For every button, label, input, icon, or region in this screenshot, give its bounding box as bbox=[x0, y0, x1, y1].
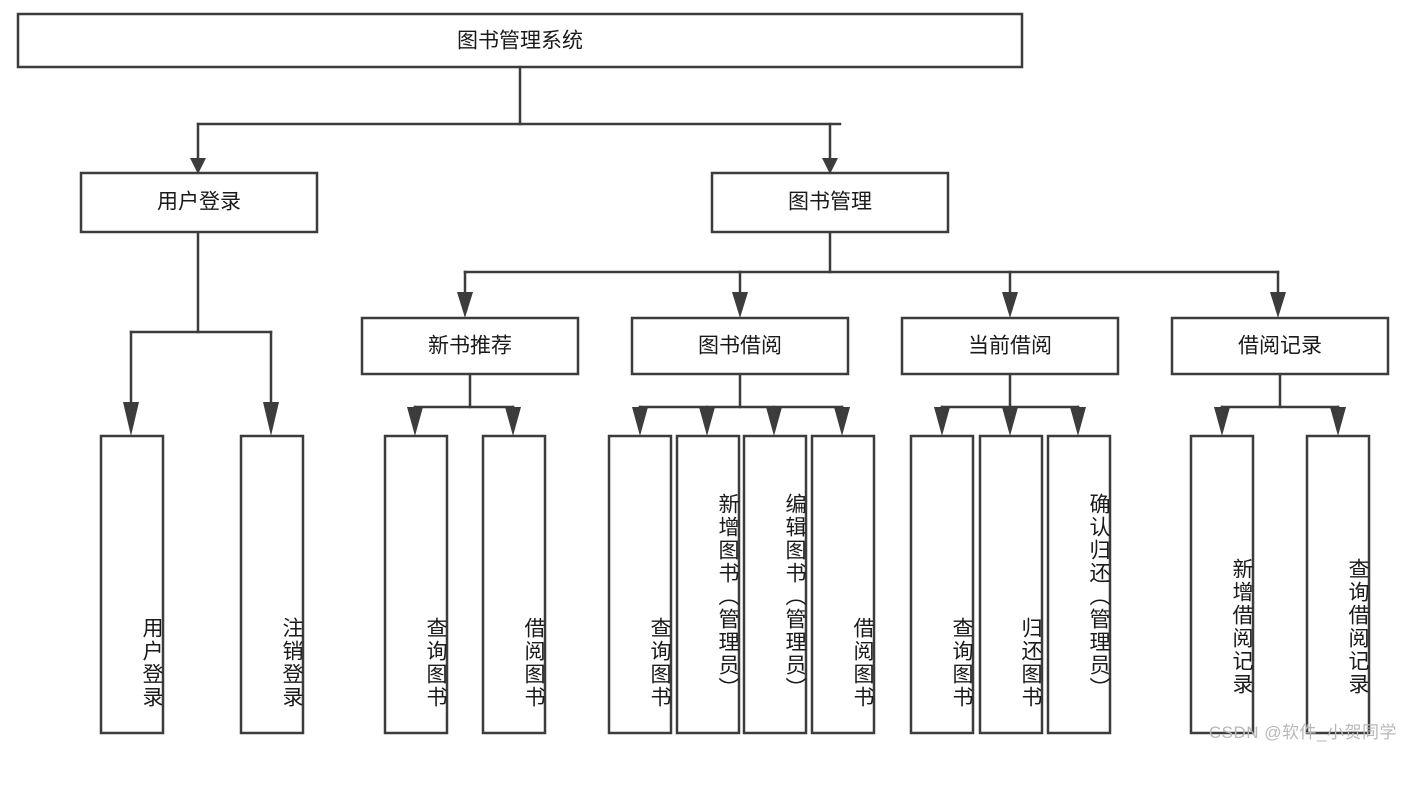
node-book-borrow-box[interactable] bbox=[630, 316, 850, 376]
arrow-head-leaf-user-logout bbox=[263, 402, 279, 436]
node-leaf-return-book-box[interactable] bbox=[978, 434, 1044, 735]
node-book-borrow[interactable]: 图书借阅 bbox=[630, 316, 850, 376]
node-current-borrow-box[interactable] bbox=[900, 316, 1120, 376]
node-root-box[interactable] bbox=[16, 12, 1024, 69]
node-current-borrow-label: 当前借阅 bbox=[968, 335, 1052, 358]
node-book-manage-box[interactable] bbox=[710, 171, 950, 234]
arrow-head-leaf-borrow-book-1 bbox=[505, 407, 521, 436]
node-borrow-record-label: 借阅记录 bbox=[1238, 335, 1322, 358]
csdn-watermark: CSDN @软件_小贺同学 bbox=[1208, 723, 1397, 742]
arrow-head-leaf-return-book bbox=[1002, 407, 1018, 436]
node-leaf-query-book-1-box[interactable] bbox=[383, 434, 449, 735]
node-book-manage-label: 图书管理 bbox=[788, 191, 872, 214]
node-new-book-rec[interactable]: 新书推荐 bbox=[360, 316, 580, 376]
arrow-head-user-login bbox=[190, 158, 206, 174]
leaf-boxes bbox=[99, 434, 1371, 735]
node-leaf-query-book-3-box[interactable] bbox=[909, 434, 975, 735]
node-leaf-query-record-box[interactable] bbox=[1305, 434, 1371, 735]
node-borrow-record-box[interactable] bbox=[1170, 316, 1390, 376]
node-borrow-record[interactable]: 借阅记录 bbox=[1170, 316, 1390, 376]
arrow-head-leaf-edit-book bbox=[766, 407, 782, 436]
node-new-book-rec-box[interactable] bbox=[360, 316, 580, 376]
arrow-head-leaf-query-record bbox=[1330, 407, 1346, 436]
arrow-head-leaf-add-record bbox=[1214, 407, 1230, 436]
node-root[interactable]: 图书管理系统 bbox=[16, 12, 1024, 69]
node-leaf-user-login-box[interactable] bbox=[99, 434, 165, 735]
diagram-canvas: 图书管理系统 用户登录 图书管理 新书推荐 图书借阅 当前借阅 借阅记录 bbox=[16, 12, 1397, 742]
node-book-borrow-label: 图书借阅 bbox=[698, 335, 782, 358]
arrow-head-leaf-user-login bbox=[123, 402, 139, 436]
node-leaf-confirm-return-box[interactable] bbox=[1046, 434, 1112, 735]
node-leaf-add-record-box[interactable] bbox=[1189, 434, 1255, 735]
arrow-head-leaf-query-book-1 bbox=[407, 407, 423, 436]
node-user-login-box[interactable] bbox=[79, 171, 319, 234]
node-current-borrow[interactable]: 当前借阅 bbox=[900, 316, 1120, 376]
arrow-head-book-borrow bbox=[732, 292, 748, 318]
node-new-book-rec-label: 新书推荐 bbox=[428, 335, 512, 358]
node-leaf-borrow-book-1-box[interactable] bbox=[481, 434, 547, 735]
arrow-head-leaf-confirm-return bbox=[1070, 407, 1086, 436]
node-leaf-user-logout-box[interactable] bbox=[239, 434, 305, 735]
arrow-head-leaf-borrow-book-2 bbox=[834, 407, 850, 436]
arrow-head-leaf-add-book bbox=[699, 407, 715, 436]
arrow-head-borrow-record bbox=[1270, 292, 1286, 318]
node-leaf-edit-book-box[interactable] bbox=[742, 434, 808, 735]
arrow-head-new-book-rec bbox=[457, 292, 473, 318]
arrow-head-leaf-query-book-3 bbox=[934, 407, 950, 436]
flowchart-svg: 图书管理系统 用户登录 图书管理 新书推荐 图书借阅 当前借阅 借阅记录 bbox=[16, 12, 1390, 735]
node-book-manage[interactable]: 图书管理 bbox=[710, 171, 950, 234]
node-user-login-label: 用户登录 bbox=[157, 191, 241, 214]
connectors bbox=[123, 65, 1346, 436]
arrow-head-current-borrow bbox=[1002, 292, 1018, 318]
node-root-label: 图书管理系统 bbox=[457, 30, 583, 53]
arrow-head-book-manage bbox=[822, 158, 838, 174]
node-user-login[interactable]: 用户登录 bbox=[79, 171, 319, 234]
node-leaf-borrow-book-2-box[interactable] bbox=[810, 434, 876, 735]
arrow-head-leaf-query-book-2 bbox=[632, 407, 648, 436]
node-leaf-query-book-2-box[interactable] bbox=[607, 434, 673, 735]
node-leaf-add-book-box[interactable] bbox=[675, 434, 741, 735]
